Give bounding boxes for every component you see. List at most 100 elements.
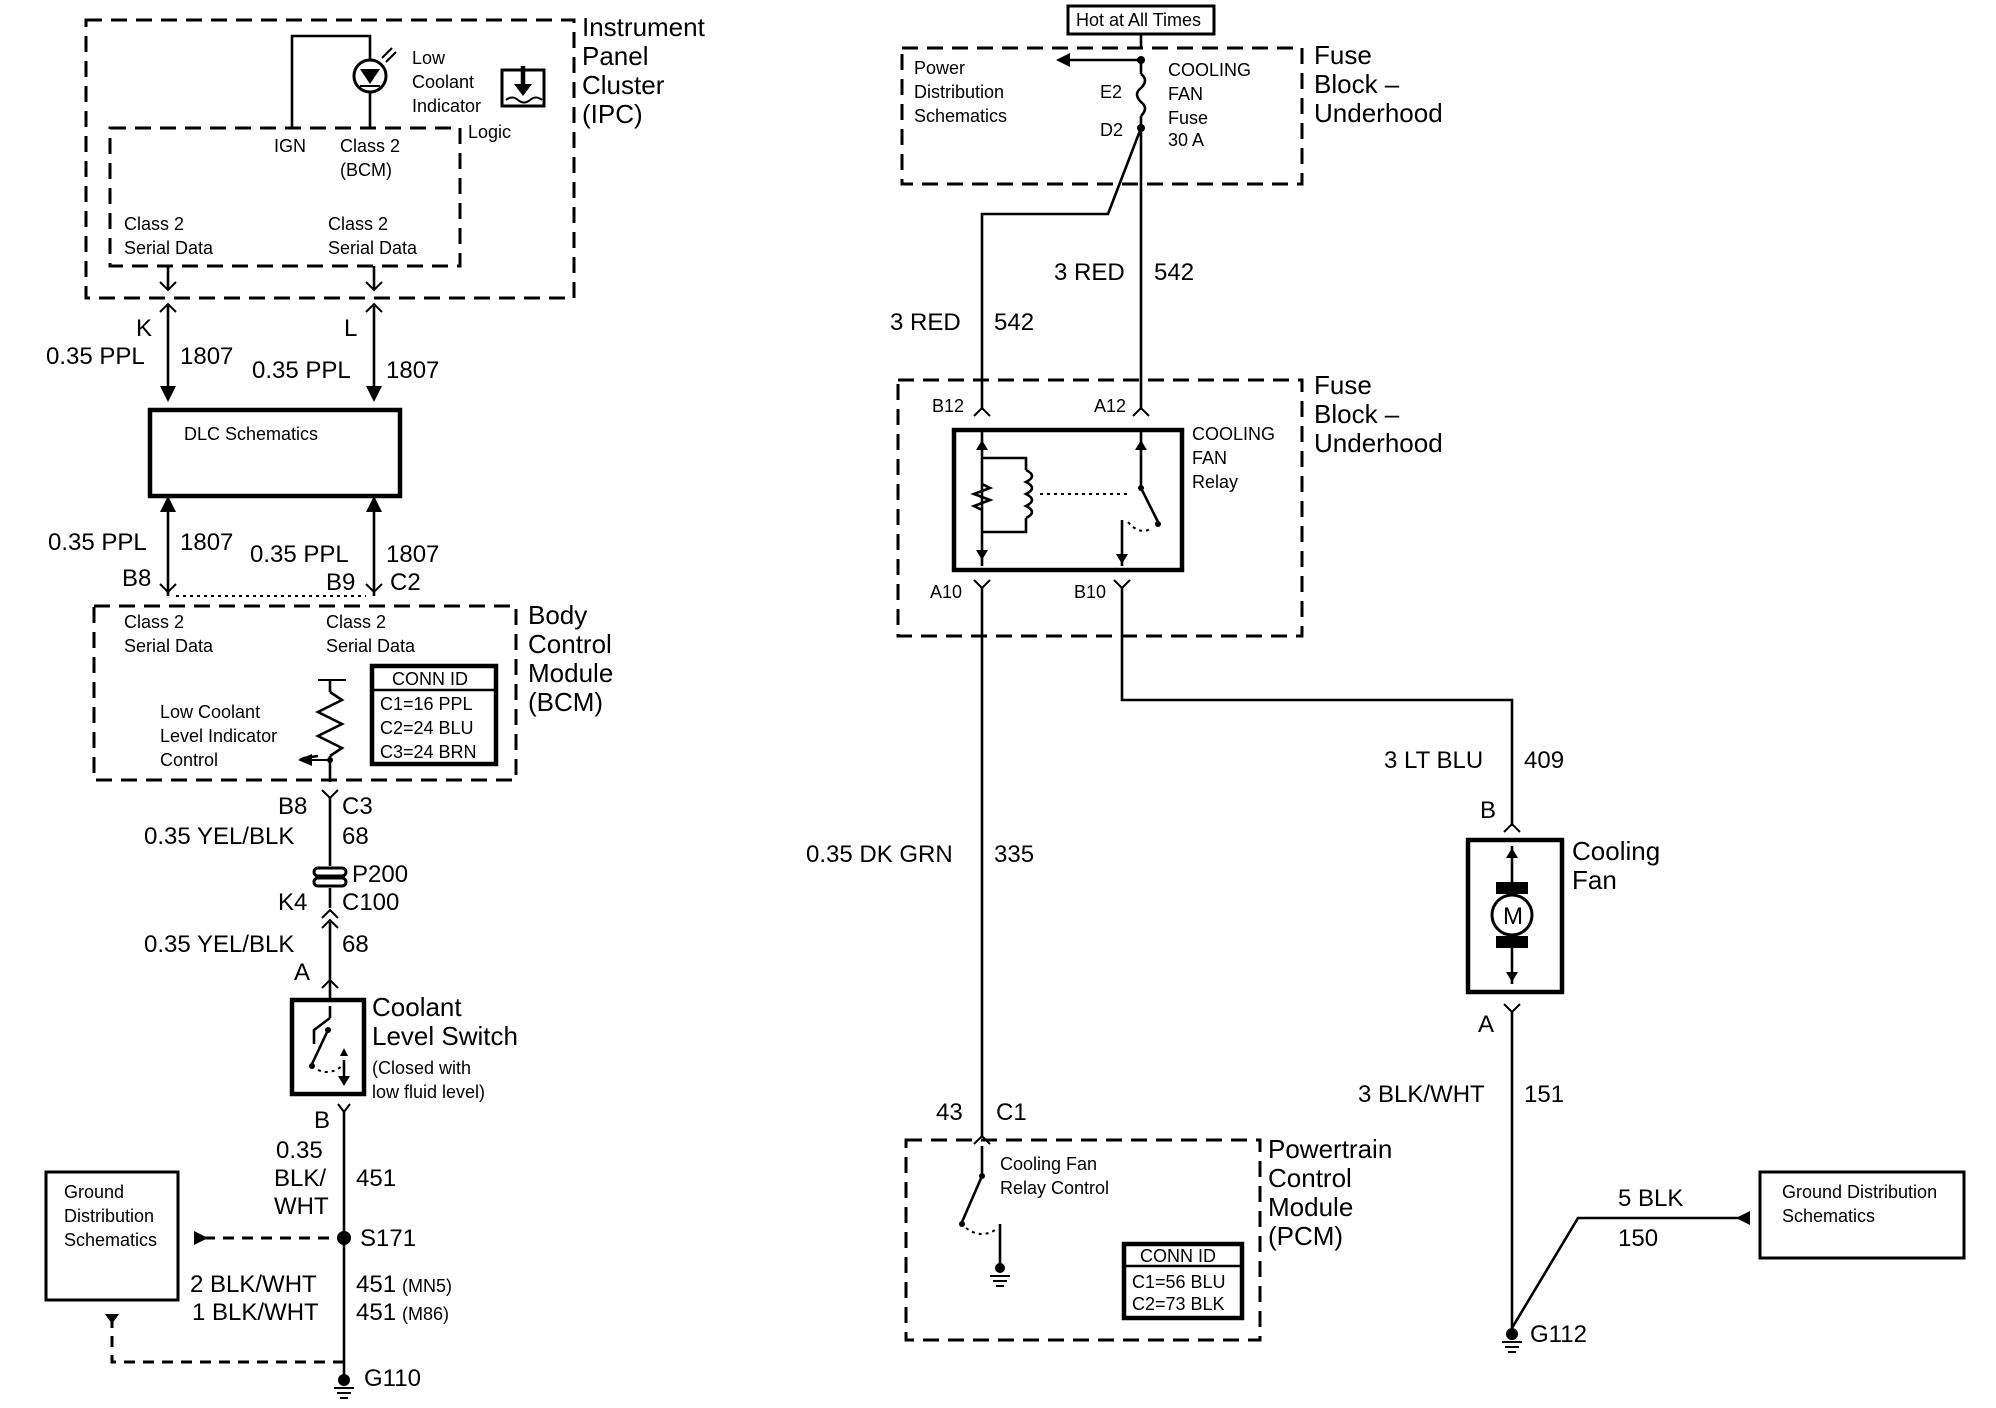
fan-ground-circuit: 151: [1524, 1081, 1564, 1108]
left-feed-circuit: 542: [994, 309, 1034, 336]
pcm-wire-gauge: 0.35 DK GRN: [806, 841, 953, 868]
ground-left: Ground Distribution Schematics 0.35 BLK/…: [44, 1110, 452, 1399]
fan-feed-wire: 3 LT BLU 409 B: [1120, 588, 1564, 833]
bcm-conn-id-header: CONN ID: [392, 669, 468, 689]
low-coolant-indicator-label: Low Coolant Indicator: [412, 48, 481, 116]
fuse-block-relay: B12 A12 COOLING FAN Relay A10 B10: [896, 370, 1443, 638]
p200-splice-icon: [312, 866, 348, 888]
relay-coil-icon: [970, 456, 1128, 534]
pcm-conn-id-row: C1=56 BLU: [1132, 1272, 1226, 1292]
m86-circuit: 451: [356, 1299, 396, 1326]
ipc-title: Instrument Panel Cluster (IPC): [582, 12, 712, 129]
ground-right-gauge: 5 BLK: [1618, 1185, 1683, 1212]
ground-dist-right-label: Ground Distribution Schematics: [1782, 1182, 1942, 1226]
coolant-switch-title: Coolant Level Switch: [372, 992, 518, 1051]
logic-label: Logic: [468, 122, 511, 142]
switch-pin-b: B: [314, 1107, 330, 1134]
center-feed-circuit: 542: [1154, 259, 1194, 286]
bcm-conn-id-row: C3=24 BRN: [380, 742, 477, 762]
coolant-level-switch: Coolant Level Switch (Closed with low fl…: [289, 992, 518, 1134]
bcm-switch-wire: B8 C3 0.35 YEL/BLK 68 P200 K4 C100 0.35 …: [144, 789, 408, 998]
switch-wire-circuit: 68: [342, 931, 369, 958]
ipc-serial-data-right: Class 2 Serial Data: [328, 214, 418, 258]
bcm-module: Class 2 Serial Data Class 2 Serial Data …: [92, 600, 621, 782]
fan-feed-gauge: 3 LT BLU: [1384, 747, 1483, 774]
fuse-block-top-title: Fuse Block – Underhood: [1314, 40, 1443, 128]
ground-symbol-icon: [1502, 1328, 1522, 1353]
g110-label: G110: [364, 1365, 421, 1392]
dlc-right-pin: B9: [326, 569, 355, 596]
dlc-right-conn: C2: [390, 569, 421, 596]
ground-symbol-icon: [334, 1374, 354, 1399]
dlc-left-pin: B8: [122, 565, 151, 592]
hot-at-all-times: Hot at All Times: [1076, 10, 1201, 30]
coolant-switch-note: (Closed with low fluid level): [372, 1058, 485, 1102]
bcm-out-conn: C3: [342, 793, 373, 820]
pcm-conn-id-header: CONN ID: [1140, 1246, 1216, 1266]
fuse-block-relay-title: Fuse Block – Underhood: [1314, 370, 1443, 458]
bcm-serial-data-left: Class 2 Serial Data: [124, 612, 214, 656]
ipc-serial-data-left: Class 2 Serial Data: [124, 214, 214, 258]
dlc-left-gauge: 0.35 PPL: [48, 529, 147, 556]
m86-option: (M86): [402, 1304, 449, 1324]
m86-gauge: 1 BLK/WHT: [192, 1299, 319, 1326]
bcm-serial-data-right: Class 2 Serial Data: [326, 612, 416, 656]
fan-feed-circuit: 409: [1524, 747, 1564, 774]
ipc-right-gauge: 0.35 PPL: [252, 357, 351, 384]
motor-icon: M: [1490, 882, 1534, 948]
bcm-conn-id-row: C2=24 BLU: [380, 718, 474, 738]
bcm-conn-id-table: CONN ID C1=16 PPL C2=24 BLU C3=24 BRN: [369, 663, 499, 767]
motor-label: M: [1503, 903, 1523, 930]
pcm-conn-id-row: C2=73 BLK: [1132, 1294, 1225, 1314]
bcm-conn-id-row: C1=16 PPL: [380, 694, 473, 714]
pcm-conn-id-table: CONN ID C1=56 BLU C2=73 BLK: [1121, 1241, 1245, 1321]
fuse-e2: E2: [1100, 82, 1122, 102]
ground-right-circuit: 150: [1618, 1225, 1658, 1252]
bcm-out-gauge: 0.35 YEL/BLK: [144, 823, 294, 850]
center-feed-gauge: 3 RED: [1054, 259, 1125, 286]
ground-left-gauge: 0.35 BLK/ WHT: [274, 1137, 333, 1220]
pin-a12: A12: [1094, 396, 1126, 416]
fuse-block-top: Hot at All Times Power Distribution Sche…: [900, 4, 1443, 186]
dlc-right-circuit: 1807: [386, 541, 439, 568]
g112-label: G112: [1530, 1321, 1587, 1348]
power-dist-label: Power Distribution Schematics: [914, 58, 1009, 126]
s171-label: S171: [360, 1225, 416, 1252]
dlc-right-gauge: 0.35 PPL: [250, 541, 349, 568]
pcm-pin: 43: [936, 1099, 963, 1126]
ipc-module: Instrument Panel Cluster (IPC) Low Coola…: [84, 12, 712, 300]
pin-a10: A10: [930, 582, 962, 602]
pin-b12: B12: [932, 396, 964, 416]
ipc-pin-k: K: [136, 315, 152, 342]
pin-b10: B10: [1074, 582, 1106, 602]
dlc-bcm-wires: 0.35 PPL 1807 B8 0.35 PPL 1807 B9 C2: [48, 496, 439, 597]
cooling-fan-title: Cooling Fan: [1572, 836, 1667, 895]
ipc-right-circuit: 1807: [386, 357, 439, 384]
fan-pin-b: B: [1480, 797, 1496, 824]
cooling-fan: M Cooling Fan A: [1465, 836, 1667, 1038]
bcm-low-coolant-control: Low Coolant Level Indicator Control: [160, 702, 282, 770]
pcm-control-label: Cooling Fan Relay Control: [1000, 1154, 1109, 1198]
bcm-out-pin: B8: [278, 793, 307, 820]
resistor-icon: [298, 679, 346, 782]
pcm-conn: C1: [996, 1099, 1027, 1126]
bcm-out-circuit: 68: [342, 823, 369, 850]
ground-dist-left-label: Ground Distribution Schematics: [64, 1182, 159, 1250]
c100-conn: C100: [342, 889, 399, 916]
fan-pin-a: A: [1478, 1011, 1494, 1038]
relay-label: COOLING FAN Relay: [1192, 424, 1280, 492]
bcm-title: Body Control Module (BCM): [528, 600, 621, 717]
dlc-label: DLC Schematics: [184, 424, 318, 444]
class2-bcm-label: Class 2 (BCM): [340, 136, 405, 180]
mn5-option: (MN5): [402, 1276, 452, 1296]
coolant-tank-icon: [500, 66, 546, 108]
p200-label: P200: [352, 861, 408, 888]
k4-pin: K4: [278, 889, 307, 916]
pcm-title: Powertrain Control Module (PCM): [1268, 1134, 1400, 1251]
ipc-dlc-wires: K 0.35 PPL 1807 L 0.35 PPL 1807: [46, 266, 439, 402]
ipc-left-gauge: 0.35 PPL: [46, 343, 145, 370]
switch-pin-a: A: [294, 959, 310, 986]
mn5-circuit: 451: [356, 1271, 396, 1298]
fan-ground-gauge: 3 BLK/WHT: [1358, 1081, 1485, 1108]
